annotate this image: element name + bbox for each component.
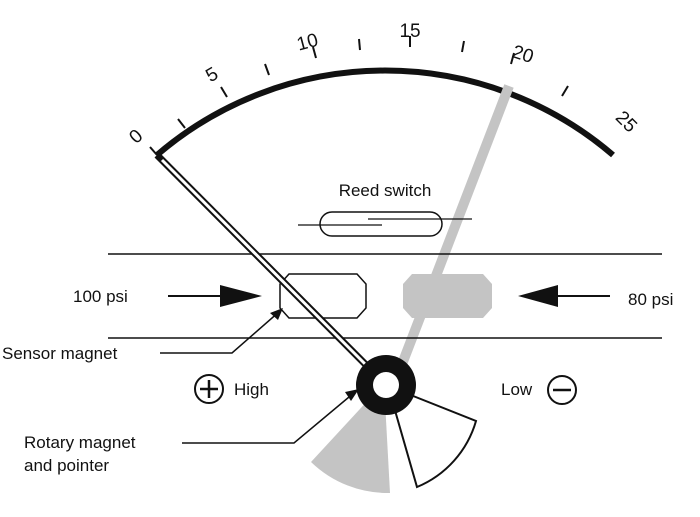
sensor-magnet-leader <box>160 310 281 354</box>
high-plus-icon <box>194 374 224 404</box>
right-pressure-arrow <box>518 285 610 307</box>
left-pressure-label: 100 psi <box>73 287 128 306</box>
tick-0 <box>149 146 158 156</box>
sensor-magnet-leader-arrowhead <box>270 308 283 320</box>
right-pressure-label: 80 psi <box>628 290 673 309</box>
tick-5 <box>220 86 228 98</box>
rotary-magnet-center <box>373 372 399 398</box>
scale-label-10: 10 <box>295 30 321 56</box>
scale-label-15: 15 <box>399 21 420 42</box>
rotary-magnet-sector <box>386 384 478 489</box>
gauge-ticks <box>149 36 569 156</box>
scale-label-5: 5 <box>202 63 222 86</box>
gauge-scale-arc <box>155 67 615 158</box>
tick-10 <box>312 46 317 59</box>
low-label: Low <box>501 380 533 399</box>
rotary-magnet-label-line1: Rotary magnet <box>24 433 136 452</box>
pointer <box>154 152 389 388</box>
high-label: High <box>234 380 269 399</box>
reed-switch-capsule <box>319 211 443 237</box>
tick-17-5 <box>461 40 465 53</box>
tick-2-5 <box>177 118 186 129</box>
scale-label-20: 20 <box>509 42 536 69</box>
scale-label-0: 0 <box>125 126 147 149</box>
sensor-magnet <box>279 273 367 319</box>
ghost-sensor-magnet <box>403 274 492 318</box>
reed-switch-label: Reed switch <box>339 181 432 200</box>
ghost-pointer <box>389 84 514 387</box>
flow-channel <box>108 253 662 339</box>
tick-20 <box>510 52 515 65</box>
rotary-magnet-label-line2: and pointer <box>24 456 109 475</box>
sensor-magnet-label: Sensor magnet <box>2 344 118 363</box>
tick-12-5 <box>358 38 361 51</box>
tick-7-5 <box>264 63 270 76</box>
scale-label-25: 25 <box>611 107 641 137</box>
rotary-magnet-leader-arrowhead <box>345 389 359 401</box>
reed-switch <box>298 211 472 237</box>
rotary-magnet-leader <box>182 391 356 444</box>
low-minus-icon <box>547 375 577 405</box>
tick-22-5 <box>561 85 569 97</box>
left-pressure-arrow <box>168 285 262 307</box>
pointer-needle-core <box>160 158 382 381</box>
